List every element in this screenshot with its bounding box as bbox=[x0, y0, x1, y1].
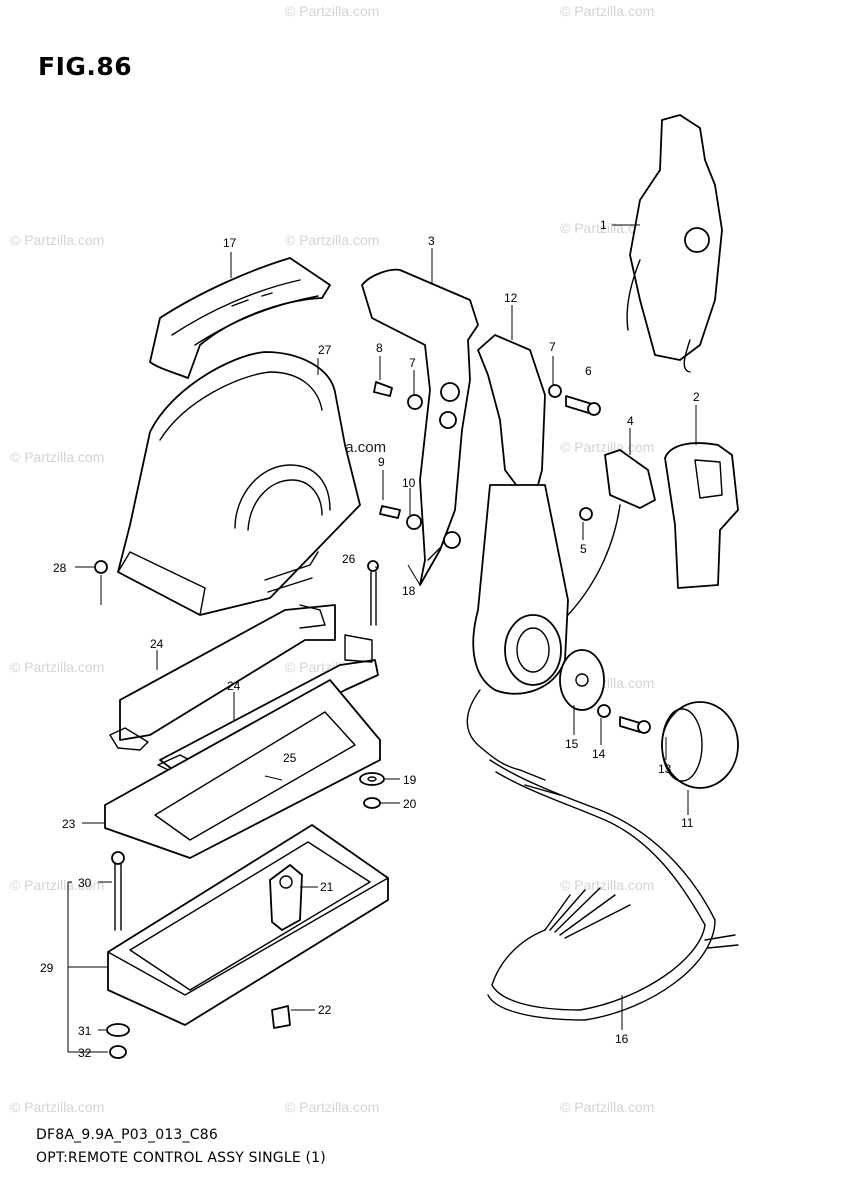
part-9-bolt bbox=[379, 505, 401, 519]
watermark: © Partzilla.com bbox=[285, 232, 379, 248]
diagram-code: DF8A_9.9A_P03_013_C86 bbox=[36, 1127, 218, 1143]
part-27-housing-cover bbox=[117, 351, 361, 616]
part-7-washer-right bbox=[548, 384, 562, 398]
callout-31: 31 bbox=[78, 1024, 92, 1038]
figure-title: FIG.86 bbox=[38, 52, 133, 81]
part-14-washer bbox=[597, 704, 611, 718]
callout-7: 7 bbox=[409, 356, 416, 370]
part-19-washer bbox=[359, 772, 385, 786]
watermark: © Partzilla.com bbox=[10, 1099, 104, 1115]
callout-25: 25 bbox=[283, 751, 297, 765]
part-17-cover-top bbox=[149, 257, 331, 379]
callout-17: 17 bbox=[223, 236, 237, 250]
part-6-bolt bbox=[565, 395, 601, 416]
callout-30: 30 bbox=[78, 876, 92, 890]
watermark: © Partzilla.com bbox=[285, 1099, 379, 1115]
watermark: © Partzilla.com bbox=[560, 220, 654, 236]
callout-2: 2 bbox=[693, 390, 700, 404]
callout-15: 15 bbox=[565, 737, 579, 751]
callout-21: 21 bbox=[320, 880, 334, 894]
callout-3: 3 bbox=[428, 234, 435, 248]
part-12-control-arm bbox=[472, 334, 569, 695]
callout-29: 29 bbox=[40, 961, 54, 975]
watermark: © Partzilla.com bbox=[10, 877, 104, 893]
part-7-washer-left bbox=[407, 394, 423, 410]
part-29-base-plate bbox=[107, 824, 389, 1026]
callout-19: 19 bbox=[403, 773, 417, 787]
callout-4: 4 bbox=[627, 414, 634, 428]
part-20-nut bbox=[363, 797, 381, 809]
watermark: © Partzilla.com bbox=[10, 232, 104, 248]
watermark: © Partzilla.com bbox=[560, 877, 654, 893]
part-5-washer bbox=[579, 507, 593, 521]
part-10-washer bbox=[406, 514, 422, 530]
part-31-washer bbox=[106, 1023, 130, 1037]
callout-9: 9 bbox=[378, 455, 385, 469]
callout-22: 22 bbox=[318, 1003, 332, 1017]
callout-8: 8 bbox=[376, 341, 383, 355]
part-23-gasket bbox=[104, 679, 381, 859]
part-18-pin bbox=[427, 547, 441, 561]
watermark: © Partzilla.com bbox=[10, 659, 104, 675]
part-8-bolt bbox=[373, 381, 393, 397]
callout-24: 24 bbox=[227, 679, 241, 693]
part-11-knob bbox=[661, 701, 739, 789]
part-2-handle-grip bbox=[664, 442, 739, 589]
callout-26: 26 bbox=[342, 552, 356, 566]
callout-labels: 1 2 3 4 5 6 7 7 8 9 10 11 12 13 14 15 16… bbox=[40, 218, 700, 1060]
callout-18: 18 bbox=[402, 584, 416, 598]
diagram-description: OPT:REMOTE CONTROL ASSY SINGLE (1) bbox=[36, 1150, 326, 1166]
callout-1: 1 bbox=[600, 218, 607, 232]
part-15-plate bbox=[559, 649, 605, 711]
part-16-wire-harness bbox=[466, 689, 739, 1021]
part-24-bracket-upper bbox=[109, 604, 336, 751]
part-4-switch bbox=[567, 449, 656, 616]
callout-27: 27 bbox=[318, 343, 332, 357]
callout-20: 20 bbox=[403, 797, 417, 811]
watermark: © Partzilla.com bbox=[10, 449, 104, 465]
leader-lines bbox=[67, 224, 697, 1053]
callout-11: 11 bbox=[681, 816, 694, 830]
callout-16: 16 bbox=[615, 1032, 629, 1046]
part-22-clip bbox=[271, 1005, 291, 1029]
part-3-lever bbox=[361, 268, 479, 586]
callout-13: 13 bbox=[658, 762, 672, 776]
callout-28: 28 bbox=[53, 561, 67, 575]
watermark: © Partzilla.com bbox=[285, 3, 379, 19]
part-30-screw bbox=[111, 851, 125, 931]
part-28-screw bbox=[94, 560, 108, 605]
part-1-remote-control bbox=[626, 114, 723, 373]
watermark: © Partzilla.com bbox=[560, 439, 654, 455]
callout-23: 23 bbox=[62, 817, 76, 831]
callout-14: 14 bbox=[592, 747, 606, 761]
part-21-clip bbox=[269, 864, 303, 931]
watermark: © Partzilla.com bbox=[560, 1099, 654, 1115]
watermark: © Partzilla.com bbox=[560, 3, 654, 19]
callout-24: 24 bbox=[150, 637, 164, 651]
callout-12: 12 bbox=[504, 291, 518, 305]
part-26-screw bbox=[367, 560, 379, 626]
callout-32: 32 bbox=[78, 1046, 92, 1060]
callout-7: 7 bbox=[549, 340, 556, 354]
part-13-bolt bbox=[619, 716, 651, 734]
callout-10: 10 bbox=[402, 476, 416, 490]
part-32-nut bbox=[109, 1045, 127, 1059]
callout-6: 6 bbox=[585, 364, 592, 378]
callout-5: 5 bbox=[580, 542, 587, 556]
